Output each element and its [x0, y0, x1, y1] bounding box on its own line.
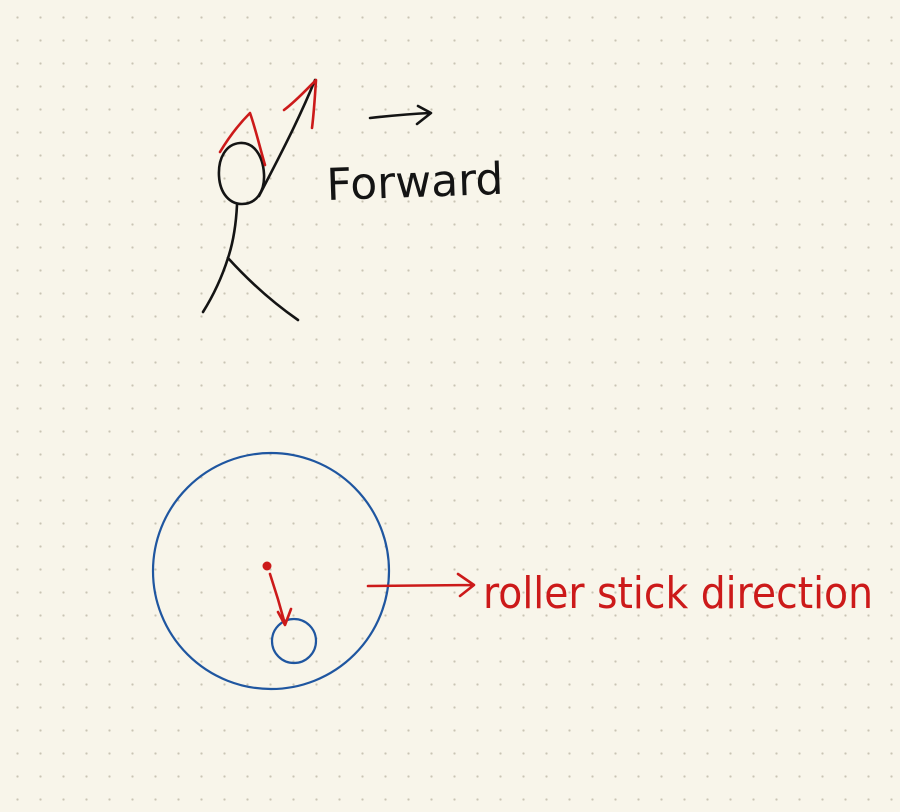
figure-leg-right — [226, 256, 300, 322]
figure-body — [226, 203, 239, 260]
joystick-thumb-circle — [270, 617, 318, 665]
stick-center-dot — [262, 561, 272, 571]
forward-arrow-icon — [368, 104, 433, 126]
hat-icon — [218, 111, 267, 167]
stick-direction-marks — [262, 561, 476, 627]
red-hat-marks — [218, 78, 318, 167]
figure-head — [217, 141, 266, 206]
forward-annotation: Forward — [326, 104, 505, 211]
figure-leg-left — [201, 256, 230, 314]
direction-pointer-arrow-icon — [366, 572, 476, 598]
joystick-diagram — [151, 451, 391, 691]
stick-displacement-arrow-icon — [268, 572, 293, 627]
forward-label: Forward — [326, 154, 505, 211]
pointer-arrowhead-icon — [282, 78, 318, 130]
roller-stick-direction-label: roller stick direction — [483, 568, 873, 619]
figure-arm-pointer — [257, 78, 317, 198]
joystick-outer-ring — [151, 451, 391, 691]
stick-figure — [201, 78, 317, 322]
